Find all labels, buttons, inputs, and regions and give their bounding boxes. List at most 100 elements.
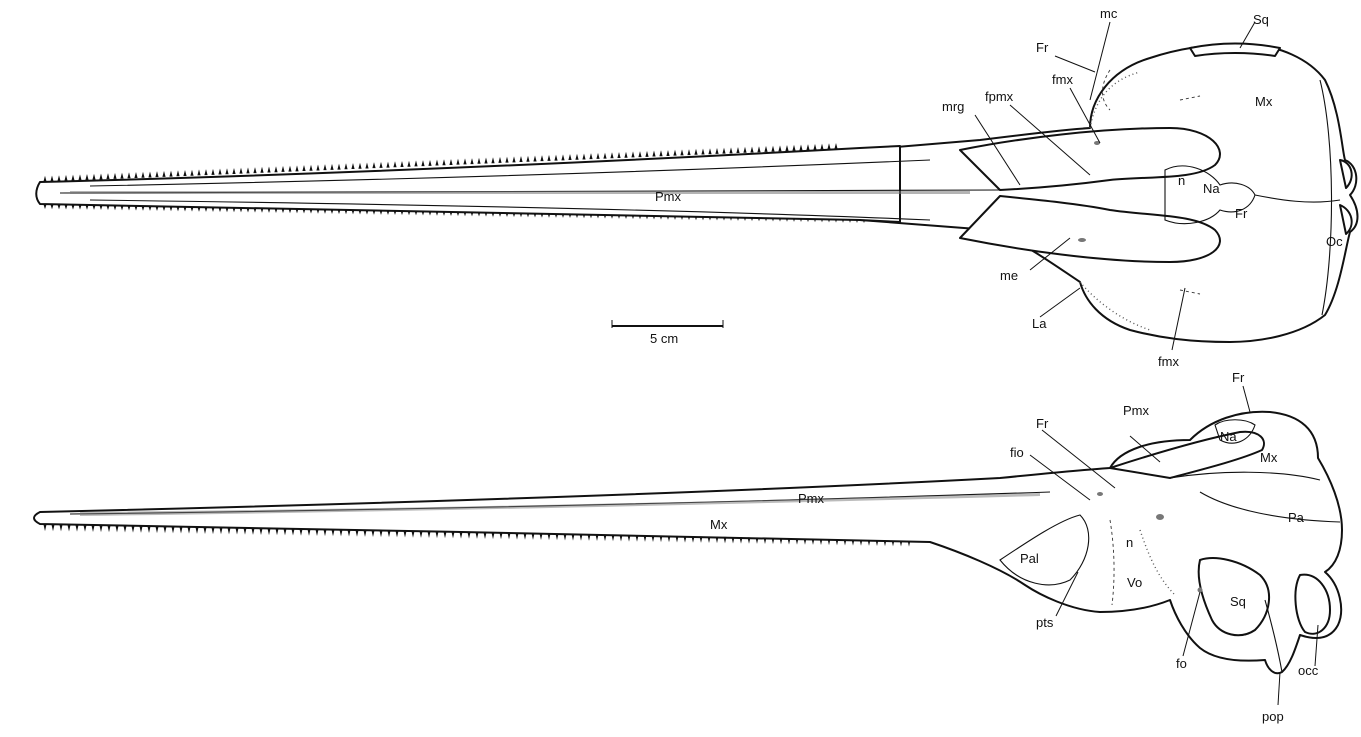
label-side-vo: Vo <box>1127 575 1142 590</box>
tooth <box>106 205 110 211</box>
tooth <box>197 169 201 176</box>
mesorostral-stipple <box>70 191 970 194</box>
parietal-line <box>1199 491 1341 523</box>
occipital-knob-upper <box>1339 159 1353 189</box>
tooth <box>253 167 257 174</box>
tooth <box>680 149 684 156</box>
tooth <box>64 204 68 210</box>
tooth <box>547 154 551 161</box>
tooth <box>57 204 61 210</box>
tooth <box>451 531 455 539</box>
tooth <box>596 152 600 159</box>
maxilla-suture-lower <box>1079 281 1151 331</box>
label-side-na: Na <box>1220 429 1237 444</box>
tooth <box>659 150 663 157</box>
tooth <box>475 531 479 539</box>
squamosal <box>1197 557 1271 637</box>
label-fr: Fr <box>1036 40 1049 55</box>
tooth <box>589 153 593 160</box>
nuchal-line <box>1319 79 1333 316</box>
dorsal-cranium-outline <box>859 43 1359 343</box>
tooth <box>834 142 838 149</box>
tooth <box>694 148 698 155</box>
tooth <box>107 525 111 533</box>
tooth <box>211 168 215 175</box>
label-side-n: n <box>1126 535 1133 550</box>
tooth <box>531 532 535 540</box>
tooth <box>239 167 243 174</box>
label-side-pal: Pal <box>1020 551 1039 566</box>
label-na: Na <box>1203 181 1220 196</box>
tooth <box>666 149 670 156</box>
label-side-sq: Sq <box>1230 594 1246 609</box>
tooth <box>393 161 397 168</box>
tooth <box>463 158 467 165</box>
tooth <box>477 157 481 164</box>
tooth <box>757 146 761 153</box>
tooth <box>50 175 54 182</box>
tooth <box>78 174 82 181</box>
tooth <box>302 165 306 172</box>
postorbital-process <box>1264 599 1283 673</box>
tooth <box>631 151 635 158</box>
tooth <box>403 530 407 538</box>
tooth <box>99 525 103 533</box>
tooth <box>652 150 656 157</box>
label-fpmx: fpmx <box>985 89 1014 104</box>
tooth <box>379 530 383 538</box>
lateral-nasal <box>1214 419 1256 444</box>
tooth <box>127 205 131 211</box>
tooth <box>799 144 803 151</box>
tooth <box>715 147 719 154</box>
tooth <box>323 529 327 537</box>
tooth <box>491 532 495 540</box>
orbit-mark <box>1156 514 1164 520</box>
tooth <box>92 173 96 180</box>
optic-foramen-mark <box>1197 587 1203 593</box>
tooth <box>155 526 159 534</box>
maxillary-foramen-mark-2 <box>1078 238 1086 242</box>
label-side-mx-rostrum: Mx <box>710 517 728 532</box>
tooth <box>316 164 320 171</box>
tooth <box>59 524 63 532</box>
tooth <box>533 155 537 162</box>
tooth <box>299 528 303 536</box>
tooth <box>540 155 544 162</box>
tooth <box>91 524 95 532</box>
tooth <box>363 529 367 537</box>
tooth <box>539 533 543 541</box>
tooth <box>701 148 705 155</box>
tooth <box>127 172 131 179</box>
lateral-skull-outline <box>33 410 1343 675</box>
rostrum-inner-line-lower <box>89 199 931 221</box>
tooth <box>603 152 607 159</box>
tooth <box>624 151 628 158</box>
label-fmx: fmx <box>1052 72 1073 87</box>
tooth <box>400 160 404 167</box>
tooth <box>71 174 75 181</box>
label-side-fo: fo <box>1176 656 1187 671</box>
tooth <box>358 162 362 169</box>
tooth <box>561 154 565 161</box>
rostrum-inner-line-upper <box>89 159 931 187</box>
tooth <box>347 529 351 537</box>
label-side-fr: Fr <box>1232 370 1245 385</box>
tooth <box>371 529 375 537</box>
tooth <box>225 168 229 175</box>
tooth <box>134 205 138 211</box>
lateral-rostrum-stipple <box>80 493 1040 516</box>
premaxilla-left-lobe <box>959 127 1221 191</box>
occipital-knob-lower <box>1339 204 1353 235</box>
tooth <box>50 204 54 210</box>
label-side-pmx: Pmx <box>1123 403 1150 418</box>
tooth <box>162 170 166 177</box>
tooth <box>379 161 383 168</box>
tooth <box>638 151 642 158</box>
tooth <box>435 159 439 166</box>
lateral-labels: Fr Pmx Na Fr fio Mx Pmx Mx Pa n Pal Vo S… <box>710 370 1319 724</box>
tooth <box>148 171 152 178</box>
tooth <box>456 158 460 165</box>
tooth <box>187 526 191 534</box>
tooth <box>291 528 295 536</box>
tooth <box>554 154 558 161</box>
